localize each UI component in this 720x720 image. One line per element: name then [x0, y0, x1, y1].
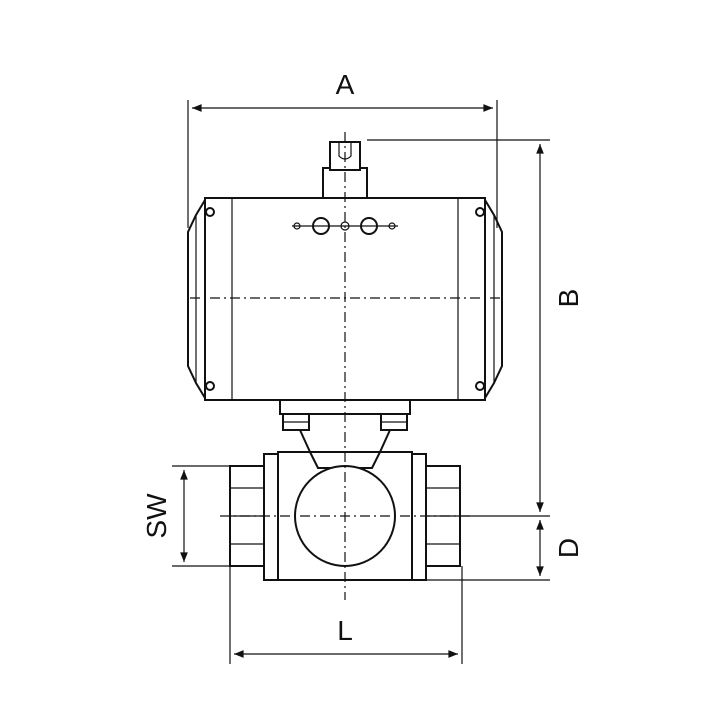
dimension-label-SW: SW [141, 493, 172, 539]
dimension-label-L: L [337, 615, 353, 646]
dimension-A: A [187, 69, 498, 228]
dimension-L: L [229, 566, 463, 664]
dimension-D: D [420, 515, 584, 581]
dimension-B: B [367, 139, 584, 512]
actuator-right-endcap [484, 199, 503, 399]
actuator-left-endcap [187, 199, 206, 399]
dimension-label-A: A [336, 69, 355, 100]
dimension-label-D: D [553, 538, 584, 558]
dimension-label-B: B [553, 289, 584, 308]
dimension-SW: SW [141, 465, 232, 567]
actuator-stem [322, 141, 368, 199]
